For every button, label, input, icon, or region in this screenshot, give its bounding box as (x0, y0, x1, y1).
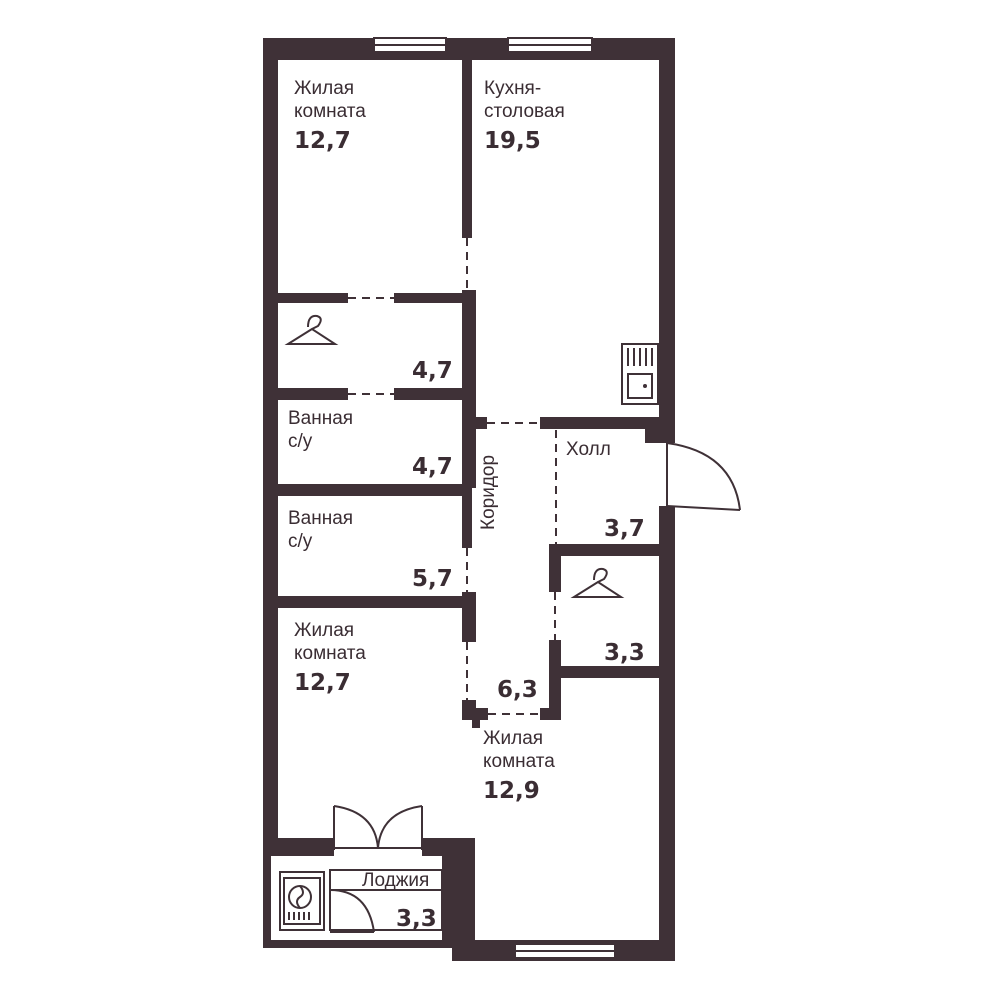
room-corridor: Коридор 6,3 (478, 455, 538, 703)
room-living-bottom-left: Жилая комната 12,7 (294, 620, 366, 696)
room-area: 3,7 (604, 516, 645, 542)
room-name: Холл (566, 439, 611, 460)
door-icon (666, 442, 741, 511)
room-name-line1: Жилая (294, 78, 354, 99)
room-bath-2: Ванная с/у 5,7 (288, 508, 453, 592)
room-name: Коридор (478, 455, 499, 530)
hanger-icon (570, 567, 625, 598)
room-hall: Холл 3,7 (566, 439, 645, 542)
room-area: 5,7 (412, 566, 453, 592)
room-name-line1: Жилая (294, 620, 354, 641)
room-name-line1: Кухня- (484, 78, 541, 99)
room-area: 6,3 (497, 677, 538, 703)
room-area: 12,7 (294, 670, 351, 696)
interior-walls (278, 56, 675, 728)
room-area: 12,7 (294, 128, 351, 154)
room-wardrobe-right: 3,3 (604, 640, 645, 666)
room-living-bottom-right: Жилая комната 12,9 (483, 728, 555, 804)
room-area: 12,9 (483, 778, 540, 804)
room-area: 3,3 (396, 906, 437, 932)
openings (348, 238, 557, 715)
room-name-line2: комната (294, 643, 366, 664)
window-icon (514, 943, 616, 959)
room-area: 4,7 (412, 358, 453, 384)
loggia-structure (329, 856, 452, 940)
window-icon (507, 37, 593, 53)
door-icon (333, 805, 423, 856)
sink-icon (621, 343, 659, 405)
window-icon (373, 37, 447, 53)
room-area: 4,7 (412, 454, 453, 480)
outer-walls (263, 38, 675, 961)
room-wardrobe-top: 4,7 (412, 358, 453, 384)
room-name-line2: столовая (484, 101, 565, 122)
room-loggia: Лоджия 3,3 (362, 870, 437, 932)
room-area: 3,3 (604, 640, 645, 666)
room-kitchen: Кухня- столовая 19,5 (484, 78, 565, 154)
room-name-line2: комната (483, 751, 555, 772)
room-living-top: Жилая комната 12,7 (294, 78, 366, 154)
room-bath-1: Ванная с/у 4,7 (288, 408, 453, 480)
ventilation-fan-icon (279, 871, 325, 931)
room-name-line1: Ванная (288, 508, 353, 529)
room-name-line2: с/у (288, 531, 313, 552)
room-name-line1: Ванная (288, 408, 353, 429)
room-name-line1: Жилая (483, 728, 543, 749)
room-name-line2: с/у (288, 431, 313, 452)
room-name-line2: комната (294, 101, 366, 122)
room-area: 19,5 (484, 128, 541, 154)
room-name: Лоджия (362, 870, 429, 891)
hanger-icon (284, 314, 339, 345)
